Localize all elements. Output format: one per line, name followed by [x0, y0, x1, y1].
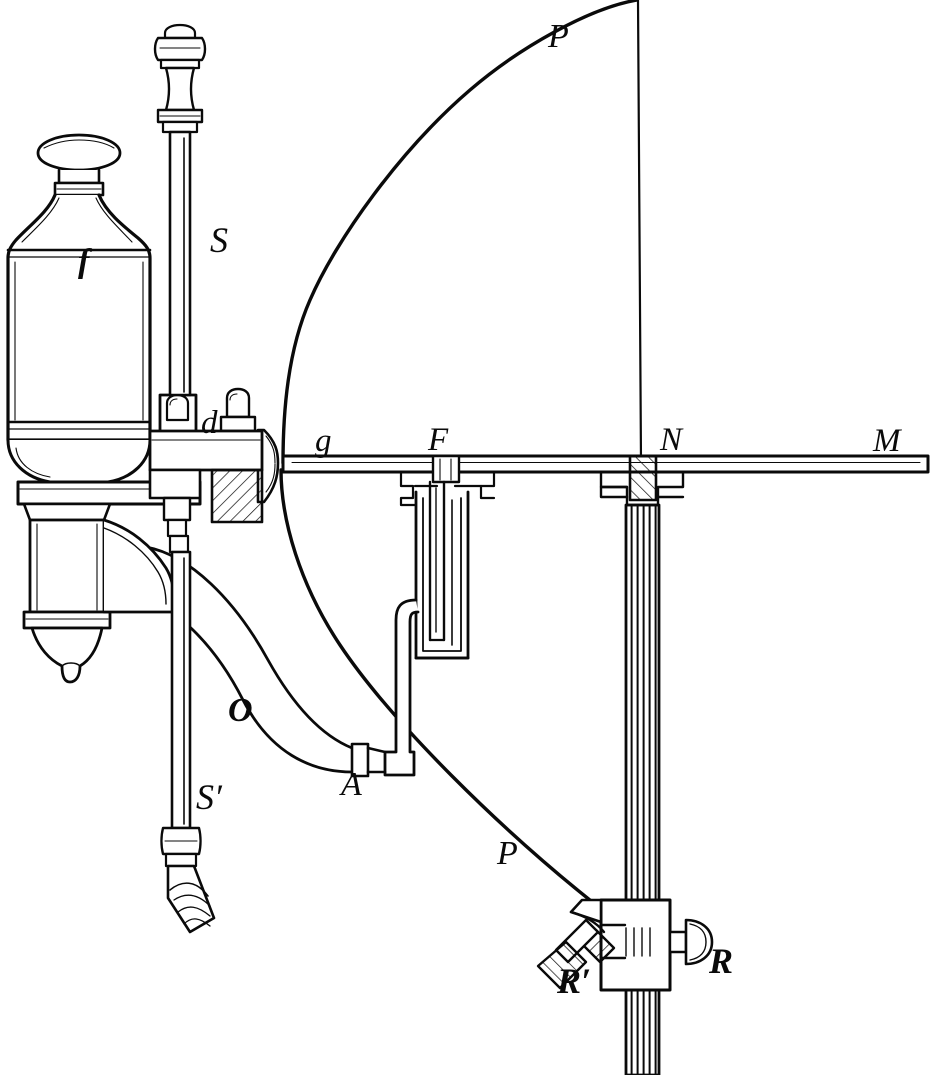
bottle-stopper — [36, 133, 122, 197]
rod-beveled-point — [166, 864, 216, 934]
label-R-prime: R′ — [557, 961, 592, 1001]
label-S-prime: S′ — [196, 777, 222, 817]
label-M: M — [873, 423, 901, 459]
reservoir-bottle — [6, 133, 152, 484]
upper-cord — [281, 0, 639, 465]
label-R: R — [709, 941, 734, 981]
elbow-pipe — [383, 598, 420, 777]
label-O: O — [228, 692, 253, 729]
clamp-lever — [536, 918, 616, 990]
label-g: g — [315, 423, 332, 459]
curved-arm — [102, 518, 176, 614]
hatched-clamp-block — [210, 468, 264, 524]
rod-finial — [153, 23, 207, 134]
horizontal-beam — [281, 454, 930, 474]
label-F: F — [428, 422, 449, 458]
vertical-cord — [636, 0, 643, 464]
drip-tip — [30, 626, 104, 684]
label-d: d — [201, 405, 218, 441]
label-f: f — [78, 243, 90, 280]
label-A: A — [341, 766, 362, 803]
label-S: S — [210, 220, 228, 260]
clamp-thumbscrew — [668, 918, 714, 966]
lower-cord — [279, 468, 607, 914]
burner-tube-assembly — [399, 454, 496, 660]
label-upper-cord-p: P — [548, 18, 569, 55]
lower-vertical-rod — [160, 496, 216, 934]
clamp-body — [536, 898, 714, 992]
label-N: N — [660, 422, 683, 458]
upper-vertical-rod — [153, 23, 207, 397]
post-socket-bracket — [599, 454, 685, 507]
label-lower-cord-p: P — [497, 835, 518, 872]
